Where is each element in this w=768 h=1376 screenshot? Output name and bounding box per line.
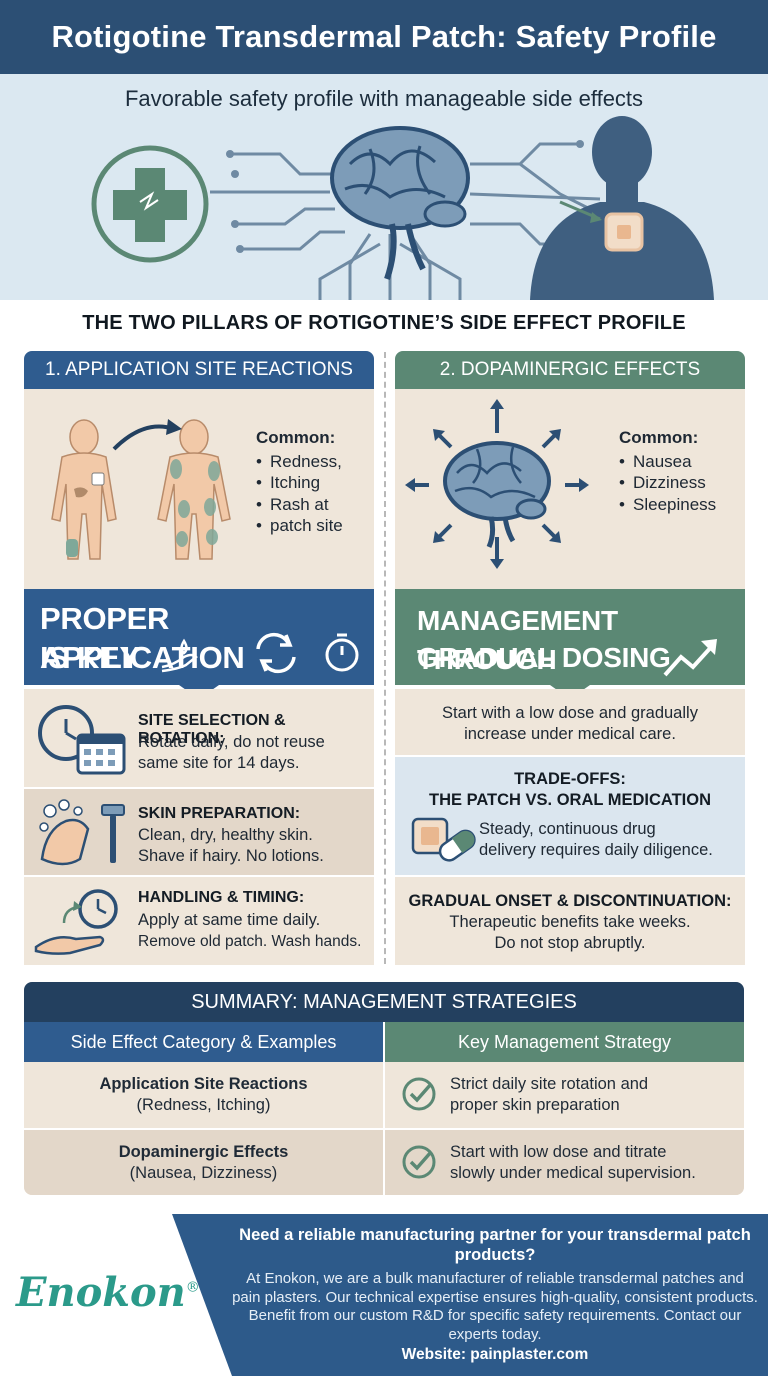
page-header: Rotigotine Transdermal Patch: Safety Pro… bbox=[0, 0, 768, 74]
category-name: Application Site Reactions bbox=[99, 1075, 308, 1093]
strategy-line-2: proper skin preparation bbox=[450, 1096, 620, 1114]
registered-mark: ® bbox=[185, 1279, 200, 1296]
summary-title: SUMMARY: MANAGEMENT STRATEGIES bbox=[24, 982, 744, 1022]
website-link[interactable]: Website: painplaster.com bbox=[401, 1346, 589, 1363]
application-site-common-box: Common: Redness, Itching Rash at patch s… bbox=[24, 389, 374, 589]
handling-timing-line-2: Remove old patch. Wash hands. bbox=[138, 933, 362, 950]
enokon-logo[interactable]: Enokon® bbox=[16, 1269, 200, 1316]
tradeoffs-line-2: delivery requires daily diligence. bbox=[479, 841, 713, 859]
site-selection-step: SITE SELECTION & ROTATION: Rotate daily,… bbox=[24, 689, 374, 787]
rotate-arrows-icon bbox=[256, 632, 296, 674]
dosing-line-2: increase under medical care. bbox=[464, 725, 676, 743]
body-front-back-icon bbox=[51, 419, 231, 560]
washing-razor-icon bbox=[39, 799, 125, 866]
category-examples: (Nausea, Dizziness) bbox=[129, 1164, 278, 1182]
hero-section: Favorable safety profile with manageable… bbox=[0, 74, 768, 300]
proper-application-banner: PROPER APPLICATION IS KEY bbox=[24, 589, 374, 699]
strategy-line-2: slowly under medical supervision. bbox=[450, 1164, 696, 1182]
trend-up-arrow-icon bbox=[663, 643, 715, 677]
column-header-category: Side Effect Category & Examples bbox=[24, 1022, 383, 1062]
skin-preparation-line-1: Clean, dry, healthy skin. bbox=[138, 826, 313, 844]
list-item-continuation: patch site bbox=[256, 515, 343, 537]
row-separator bbox=[24, 1128, 744, 1130]
list-item: Nausea bbox=[619, 451, 716, 473]
pillars-title: THE TWO PILLARS OF ROTIGOTINE’S SIDE EFF… bbox=[82, 312, 686, 334]
hero-illustration bbox=[91, 116, 714, 300]
list-item: Rash at bbox=[256, 494, 343, 516]
page-title: Rotigotine Transdermal Patch: Safety Pro… bbox=[51, 19, 717, 54]
category-examples: (Redness, Itching) bbox=[136, 1096, 271, 1114]
onset-title: GRADUAL ONSET & DISCONTINUATION: bbox=[408, 892, 732, 910]
dopaminergic-column: 2. DOPAMINERGIC EFFECTS Common: Nausea bbox=[395, 351, 745, 965]
tradeoffs-box: TRADE-OFFS: THE PATCH VS. ORAL MEDICATIO… bbox=[395, 757, 745, 875]
summary-table: SUMMARY: MANAGEMENT STRATEGIES Side Effe… bbox=[24, 982, 744, 1195]
strategy-line-1: Strict daily site rotation and bbox=[450, 1075, 649, 1093]
banner-line-2: GRADUAL DOSING bbox=[417, 642, 671, 673]
check-circle-icon bbox=[402, 1145, 436, 1179]
list-item: Redness, bbox=[256, 451, 343, 473]
banner-line-1: MANAGEMENT THROUGH bbox=[417, 605, 618, 675]
footer-title: Need a reliable manufacturing partner fo… bbox=[239, 1226, 751, 1264]
hand-drop-icon bbox=[161, 638, 198, 673]
strategy-text: Strict daily site rotation and proper sk… bbox=[450, 1074, 648, 1116]
gradual-dosing-banner: MANAGEMENT THROUGH GRADUAL DOSING bbox=[395, 589, 745, 699]
column-header-strategy: Key Management Strategy bbox=[385, 1022, 744, 1062]
brain-icon bbox=[330, 126, 470, 280]
category-cell: Dopaminergic Effects (Nausea, Dizziness) bbox=[24, 1130, 383, 1195]
hand-clock-icon bbox=[34, 889, 118, 955]
site-selection-line-2: same site for 14 days. bbox=[138, 754, 300, 772]
footer-body: At Enokon, we are a bulk manufacturer of… bbox=[232, 1270, 758, 1343]
onset-line-2: Do not stop abruptly. bbox=[494, 934, 646, 952]
logo-text: Enokon bbox=[16, 1269, 186, 1316]
handling-timing-title: HANDLING & TIMING: bbox=[138, 889, 305, 906]
check-circle-icon bbox=[402, 1077, 436, 1111]
banner-icons bbox=[161, 632, 359, 674]
list-item: Sleepiness bbox=[619, 494, 716, 516]
stopwatch-icon bbox=[325, 633, 359, 672]
brain-radiating-arrows-icon bbox=[405, 399, 589, 569]
strategy-cell: Strict daily site rotation and proper sk… bbox=[385, 1062, 744, 1127]
handling-timing-step: HANDLING & TIMING: Apply at same time da… bbox=[24, 877, 374, 965]
strategy-text: Start with low dose and titrate slowly u… bbox=[450, 1142, 696, 1184]
onset-line-1: Therapeutic benefits take weeks. bbox=[449, 913, 691, 931]
category-cell: Application Site Reactions (Redness, Itc… bbox=[24, 1062, 383, 1127]
strategy-line-1: Start with low dose and titrate bbox=[450, 1143, 667, 1161]
site-selection-title: SITE SELECTION & ROTATION: bbox=[138, 712, 286, 747]
site-selection-line-1: Rotate daily, do not reuse bbox=[138, 733, 325, 751]
category-name: Dopaminergic Effects bbox=[118, 1143, 289, 1161]
banner-icons bbox=[663, 639, 717, 677]
list-item: Dizziness bbox=[619, 472, 716, 494]
dosing-line-1: Start with a low dose and gradually bbox=[442, 704, 698, 722]
patch-pill-icon bbox=[411, 817, 476, 862]
list-item-text: patch site bbox=[270, 516, 343, 535]
tradeoffs-line-1: Steady, continuous drug bbox=[479, 820, 656, 838]
common-label: Common: bbox=[256, 428, 336, 447]
column-divider bbox=[384, 352, 386, 964]
dopaminergic-common-box: Common: Nausea Dizziness Sleepiness bbox=[395, 389, 745, 589]
dosing-box: Start with a low dose and gradually incr… bbox=[395, 689, 745, 755]
footer-background-shape bbox=[0, 1214, 232, 1376]
hero-subtitle: Favorable safety profile with manageable… bbox=[124, 86, 644, 111]
application-site-common-list: Common: Redness, Itching Rash at patch s… bbox=[256, 427, 343, 537]
handling-timing-line-1: Apply at same time daily. bbox=[138, 911, 321, 929]
common-label: Common: bbox=[619, 428, 699, 447]
list-item: Itching bbox=[256, 472, 343, 494]
clock-calendar-icon bbox=[38, 705, 126, 775]
column-separator bbox=[383, 1022, 385, 1195]
strategy-cell: Start with low dose and titrate slowly u… bbox=[385, 1130, 744, 1195]
application-site-heading: 1. APPLICATION SITE REACTIONS bbox=[24, 351, 374, 389]
footer: Enokon® Need a reliable manufacturing pa… bbox=[0, 1214, 768, 1376]
banner-line-1: PROPER APPLICATION bbox=[40, 601, 245, 675]
skin-preparation-step: SKIN PREPARATION: Clean, dry, healthy sk… bbox=[24, 789, 374, 875]
skin-preparation-title: SKIN PREPARATION: bbox=[138, 805, 301, 822]
skin-preparation-line-2: Shave if hairy. No lotions. bbox=[138, 847, 324, 865]
onset-box: GRADUAL ONSET & DISCONTINUATION: Therape… bbox=[395, 877, 745, 965]
dopaminergic-common-list: Common: Nausea Dizziness Sleepiness bbox=[619, 427, 716, 515]
banner-line-2: IS KEY bbox=[40, 640, 140, 675]
tradeoffs-title-1: TRADE-OFFS: bbox=[514, 770, 626, 788]
dopaminergic-heading: 2. DOPAMINERGIC EFFECTS bbox=[395, 351, 745, 389]
application-site-column: 1. APPLICATION SITE REACTIONS bbox=[24, 351, 374, 965]
tradeoffs-title-2: THE PATCH VS. ORAL MEDICATION bbox=[428, 791, 712, 809]
